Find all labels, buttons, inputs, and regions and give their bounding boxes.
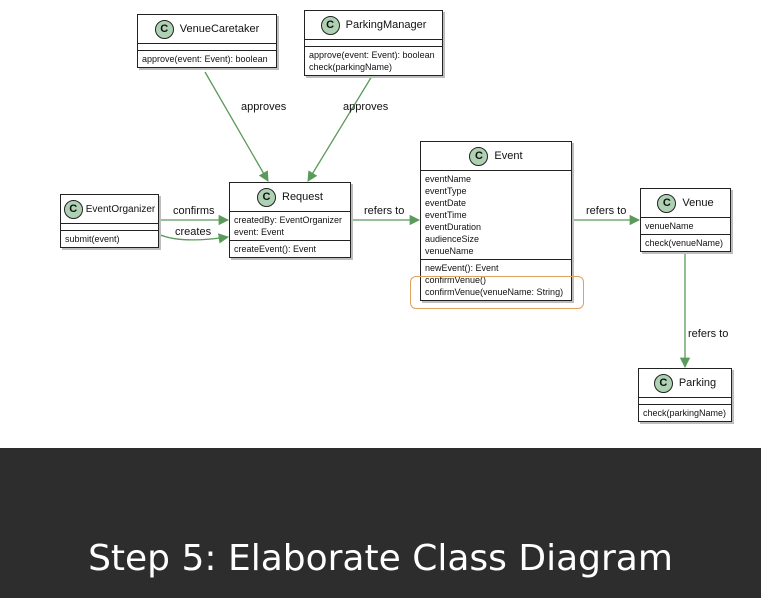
attribute: eventDuration (425, 222, 482, 232)
method: approve(event: Event): boolean (142, 54, 268, 64)
attribute: eventTime (425, 210, 467, 220)
label-caretaker-approves: approves (241, 101, 287, 113)
class-venue: C Venue venueName check(venueName) (640, 188, 731, 252)
class-header: C Parking (639, 369, 731, 398)
class-event-organizer: C EventOrganizer submit(event) (60, 194, 159, 248)
title-banner: Step 5: Elaborate Class Diagram (0, 448, 761, 598)
class-parking: C Parking check(parkingName) (638, 368, 732, 422)
class-icon: C (257, 187, 276, 207)
arrow-manager-approves (307, 75, 373, 182)
attribute: venueName (645, 221, 694, 231)
class-venue-caretaker: C VenueCaretaker approve(event: Event): … (137, 14, 277, 68)
method: createEvent(): Event (234, 244, 317, 254)
attribute: venueName (425, 246, 474, 256)
method: approve(event: Event): boolean (309, 50, 435, 60)
class-request: C Request createdBy: EventOrganizer even… (229, 182, 351, 258)
class-icon: C (657, 193, 677, 213)
class-icon: C (469, 146, 489, 166)
class-header: C Event (421, 142, 571, 171)
class-header: C ParkingManager (305, 11, 442, 40)
class-methods: submit(event) (61, 230, 158, 247)
class-attributes: createdBy: EventOrganizer event: Event (230, 212, 350, 240)
attribute: createdBy: EventOrganizer (234, 215, 343, 225)
label-event-refers: refers to (586, 205, 627, 217)
method: check(venueName) (645, 238, 724, 248)
label-request-refers: refers to (364, 205, 405, 217)
class-event: C Event eventName eventType eventDate ev… (420, 141, 572, 301)
class-icon: C (63, 199, 83, 219)
class-header: C Venue (641, 189, 730, 218)
class-parking-manager: C ParkingManager approve(event: Event): … (304, 10, 443, 76)
method: submit(event) (65, 234, 120, 244)
attribute: audienceSize (425, 234, 480, 244)
class-name: Venue (682, 197, 714, 209)
class-methods: createEvent(): Event (230, 240, 350, 257)
method: confirmVenue(venueName: String) (425, 287, 564, 297)
class-name: ParkingManager (345, 19, 427, 31)
label-venue-refers: refers to (688, 328, 729, 340)
class-diagram: C VenueCaretaker approve(event: Event): … (60, 10, 732, 422)
class-name: VenueCaretaker (179, 23, 260, 35)
slide-title: Step 5: Elaborate Class Diagram (88, 538, 673, 579)
confirm-venue-highlight (410, 276, 584, 309)
attribute: eventType (425, 186, 467, 196)
class-header: C Request (230, 183, 350, 212)
class-name: Request (282, 191, 323, 203)
label-organizer-confirms: confirms (173, 205, 215, 217)
class-name: Event (494, 150, 523, 162)
method: newEvent(): Event (425, 263, 499, 273)
class-methods: check(venueName) (641, 234, 730, 251)
label-organizer-creates: creates (175, 226, 212, 238)
method: check(parkingName) (309, 62, 393, 72)
attribute: event: Event (234, 227, 285, 237)
relation-arrows (157, 71, 691, 369)
method: check(parkingName) (643, 408, 727, 418)
class-header: C VenueCaretaker (138, 15, 276, 44)
attribute: eventDate (425, 198, 467, 208)
class-attributes: venueName (641, 218, 730, 234)
arrow-organizer-creates (157, 233, 230, 244)
method: confirmVenue() (425, 275, 487, 285)
class-attributes: eventName eventType eventDate eventTime … (421, 171, 571, 259)
label-manager-approves: approves (343, 101, 389, 113)
class-methods: check(parkingName) (639, 404, 731, 421)
class-methods: approve(event: Event): boolean (138, 50, 276, 67)
class-name: Parking (678, 377, 717, 389)
class-icon: C (320, 15, 340, 35)
class-header: C EventOrganizer (61, 195, 158, 224)
attribute: eventName (425, 174, 472, 184)
arrow-caretaker-approves (204, 71, 269, 182)
class-methods: newEvent(): Event confirmVenue() confirm… (421, 259, 571, 300)
class-methods: approve(event: Event): boolean check(par… (305, 46, 442, 75)
class-icon: C (154, 19, 174, 39)
class-icon: C (653, 373, 673, 393)
class-name: EventOrganizer (85, 203, 156, 215)
